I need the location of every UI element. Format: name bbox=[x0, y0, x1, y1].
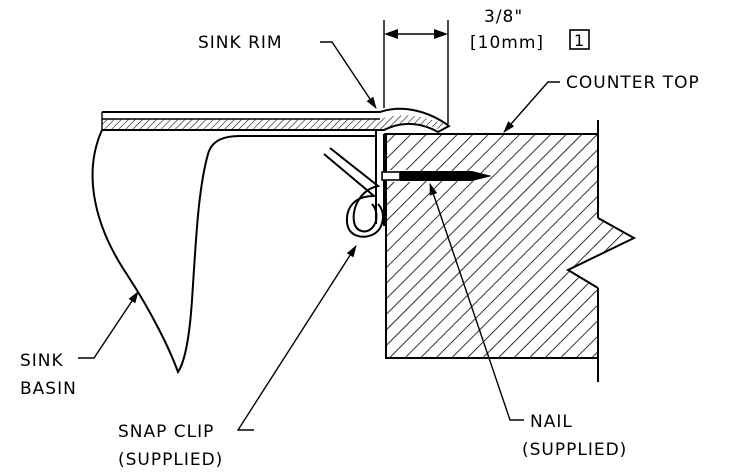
label-nail-line1: NAIL bbox=[530, 412, 573, 432]
dimension-metric: [10mm] bbox=[470, 33, 544, 53]
leaders bbox=[78, 41, 560, 431]
counter-top bbox=[385, 120, 637, 382]
dimension-imperial: 3/8" bbox=[484, 7, 523, 27]
label-snap-clip-line2: (SUPPLIED) bbox=[118, 450, 223, 470]
sink-rim bbox=[101, 107, 451, 226]
label-sink-rim: SINK RIM bbox=[198, 33, 283, 53]
note-ref-number: 1 bbox=[574, 31, 584, 50]
nail bbox=[381, 171, 492, 181]
rim-overhang-dimension: 3/8" [10mm] 1 bbox=[383, 7, 590, 124]
label-nail-line2: (SUPPLIED) bbox=[522, 440, 627, 460]
label-counter-top: COUNTER TOP bbox=[566, 73, 700, 93]
snap-clip bbox=[323, 147, 384, 238]
label-snap-clip-line1: SNAP CLIP bbox=[118, 422, 214, 442]
sink-basin bbox=[91, 129, 376, 375]
label-sink-basin-line2: BASIN bbox=[20, 379, 77, 399]
note-ref-box bbox=[569, 29, 590, 50]
label-sink-basin-line1: SINK bbox=[20, 351, 64, 371]
